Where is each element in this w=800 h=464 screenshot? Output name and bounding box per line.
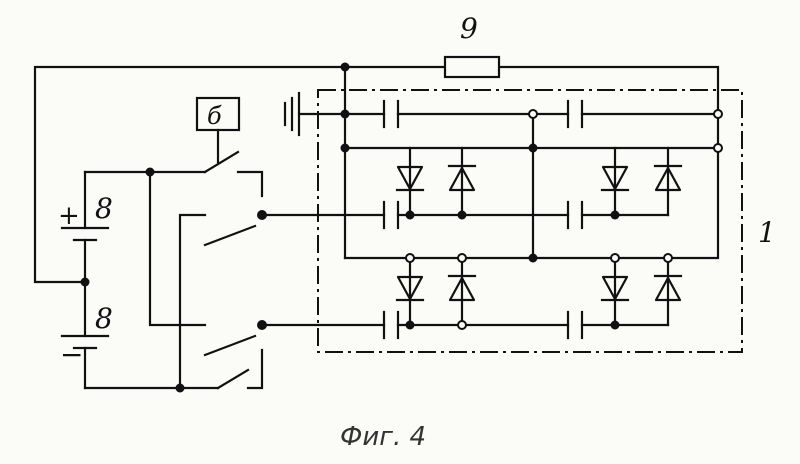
resistor-9: [445, 57, 499, 77]
upper-diode-rail: [345, 148, 718, 215]
label-resistor: 9: [460, 12, 478, 45]
label-controller: б: [207, 102, 222, 130]
label-minus: −: [60, 338, 83, 371]
switch-upper: [205, 152, 262, 245]
label-plus: +: [58, 201, 80, 231]
block-1-boundary: [318, 90, 742, 352]
figure-caption: Фиг. 4: [340, 422, 426, 452]
battery-bottom: [62, 282, 108, 388]
switch-lower: [205, 336, 262, 388]
label-block: 1: [758, 216, 776, 249]
resistor-lead: [345, 67, 718, 148]
label-battery-top: 8: [95, 192, 113, 225]
label-battery-bottom: 8: [95, 302, 113, 335]
ground-symbol: [285, 93, 345, 135]
junction-dots: [81, 63, 723, 393]
